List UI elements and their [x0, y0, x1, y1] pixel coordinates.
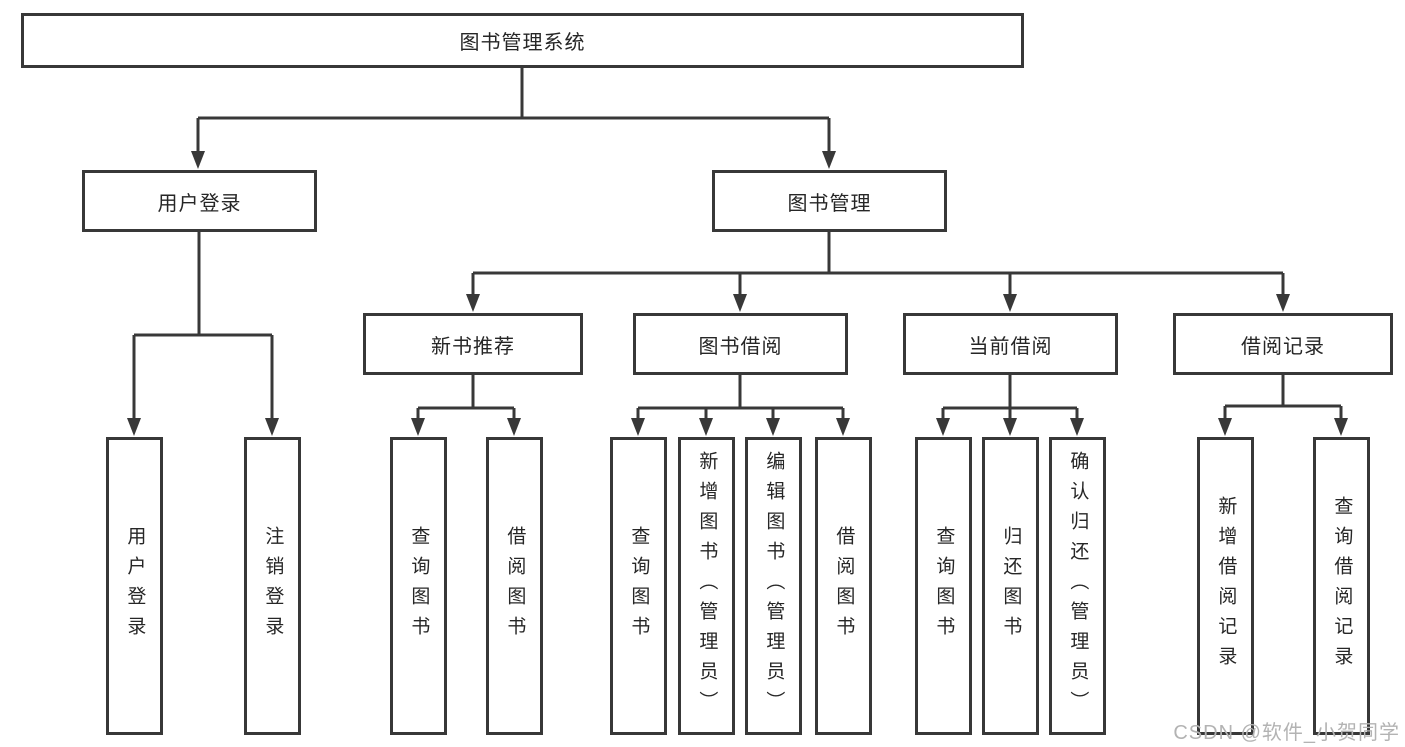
leaf-current-return-books: 归还图书 — [982, 437, 1039, 735]
leaf-recommend-query-books: 查询图书 — [390, 437, 447, 735]
node-label: 当前借阅 — [968, 335, 1053, 358]
leaf-current-confirm-return-admin: 确认归还（管理员） — [1049, 437, 1106, 735]
node-library-management-system: 图书管理系统 — [21, 13, 1024, 68]
arrowhead — [1070, 418, 1084, 436]
leaf-borrowing-query-books: 查询图书 — [610, 437, 667, 735]
leaf-label: 查询借阅记录 — [1331, 496, 1353, 676]
connector-borrow-record-group — [1223, 375, 1343, 420]
connector-user-login-group — [132, 232, 274, 420]
trunk-bookmgmt-to-level3 — [471, 232, 1285, 296]
connector-book-borrow-group — [636, 375, 845, 420]
leaf-label: 新增图书（管理员） — [696, 451, 718, 721]
leaf-label: 用户登录 — [124, 526, 146, 646]
arrowhead — [1276, 294, 1290, 312]
leaf-label: 查询图书 — [408, 526, 430, 646]
arrowhead — [733, 294, 747, 312]
leaf-label: 查询图书 — [933, 526, 955, 646]
node-user-login: 用户登录 — [82, 170, 317, 232]
trunk-root-to-level2 — [196, 68, 831, 153]
node-label: 用户登录 — [157, 192, 242, 215]
csdn-watermark: CSDN @软件_小贺同学 — [1173, 722, 1400, 744]
leaf-label: 新增借阅记录 — [1215, 496, 1237, 676]
leaf-recommend-borrow-books: 借阅图书 — [486, 437, 543, 735]
arrowhead — [836, 418, 850, 436]
arrowhead — [1003, 294, 1017, 312]
leaf-label: 注销登录 — [262, 526, 284, 646]
arrowhead — [127, 418, 141, 436]
leaf-label: 归还图书 — [1000, 526, 1022, 646]
leaf-label: 借阅图书 — [833, 526, 855, 646]
arrowhead — [1218, 418, 1232, 436]
leaf-borrowing-borrow-books: 借阅图书 — [815, 437, 872, 735]
node-book-management: 图书管理 — [712, 170, 947, 232]
node-label: 借阅记录 — [1241, 335, 1325, 358]
arrowhead — [631, 418, 645, 436]
leaf-label: 确认归还（管理员） — [1067, 451, 1089, 721]
node-label: 图书管理 — [787, 192, 872, 215]
connector-new-book-group — [416, 375, 516, 420]
arrowhead — [1334, 418, 1348, 436]
leaf-label: 借阅图书 — [504, 526, 526, 646]
connector-current-borrow-group — [941, 375, 1079, 420]
arrowhead — [507, 418, 521, 436]
leaf-label: 编辑图书（管理员） — [763, 451, 785, 721]
node-current-borrowing: 当前借阅 — [903, 313, 1118, 375]
leaf-borrowing-add-books-admin: 新增图书（管理员） — [678, 437, 735, 735]
leaf-record-query-borrow-record: 查询借阅记录 — [1313, 437, 1370, 735]
leaf-label: 查询图书 — [628, 526, 650, 646]
arrowhead — [1003, 418, 1017, 436]
node-book-borrowing: 图书借阅 — [633, 313, 848, 375]
arrowhead — [766, 418, 780, 436]
arrowhead — [466, 294, 480, 312]
leaf-borrowing-edit-books-admin: 编辑图书（管理员） — [745, 437, 802, 735]
node-label: 图书借阅 — [698, 335, 783, 358]
arrowhead — [936, 418, 950, 436]
leaf-logout-login: 注销登录 — [244, 437, 301, 735]
leaf-record-add-borrow-record: 新增借阅记录 — [1197, 437, 1254, 735]
arrowhead — [411, 418, 425, 436]
node-label: 图书管理系统 — [459, 32, 586, 54]
arrowhead — [822, 151, 836, 169]
arrowhead — [191, 151, 205, 169]
leaf-current-query-books: 查询图书 — [915, 437, 972, 735]
arrowhead — [699, 418, 713, 436]
node-borrowing-records: 借阅记录 — [1173, 313, 1393, 375]
arrowhead — [265, 418, 279, 436]
leaf-user-login: 用户登录 — [106, 437, 163, 735]
node-label: 新书推荐 — [431, 335, 515, 358]
node-new-book-recommendation: 新书推荐 — [363, 313, 583, 375]
